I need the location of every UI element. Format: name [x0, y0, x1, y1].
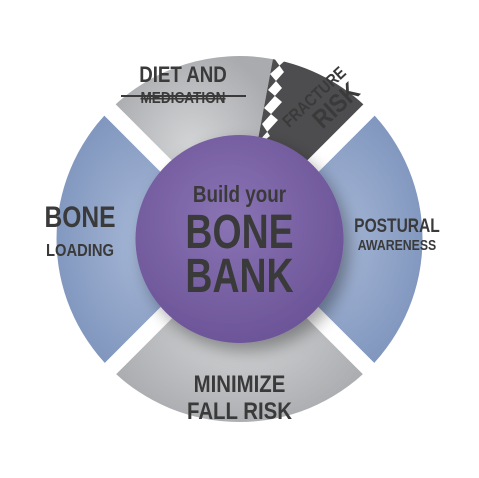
diet-label-line-2: MEDICATION — [140, 90, 225, 107]
center-line-1: Build your — [193, 182, 286, 207]
bone-loading-line-1: BONE — [44, 200, 115, 234]
center-line-2: BONE — [185, 206, 293, 260]
diet-label-line-1: DIET AND — [139, 64, 227, 88]
bone-loading-line-2: LOADING — [46, 241, 114, 261]
center-circle — [135, 135, 344, 343]
crack-lightning — [244, 28, 292, 176]
postural-line-1: POSTURAL — [354, 215, 440, 237]
postural-line-2: AWARENESS — [358, 237, 437, 253]
fall-risk-line-1: MINIMIZE — [194, 370, 286, 397]
fall-risk-line-2: FALL RISK — [187, 397, 292, 424]
center-line-3: BANK — [185, 250, 293, 304]
